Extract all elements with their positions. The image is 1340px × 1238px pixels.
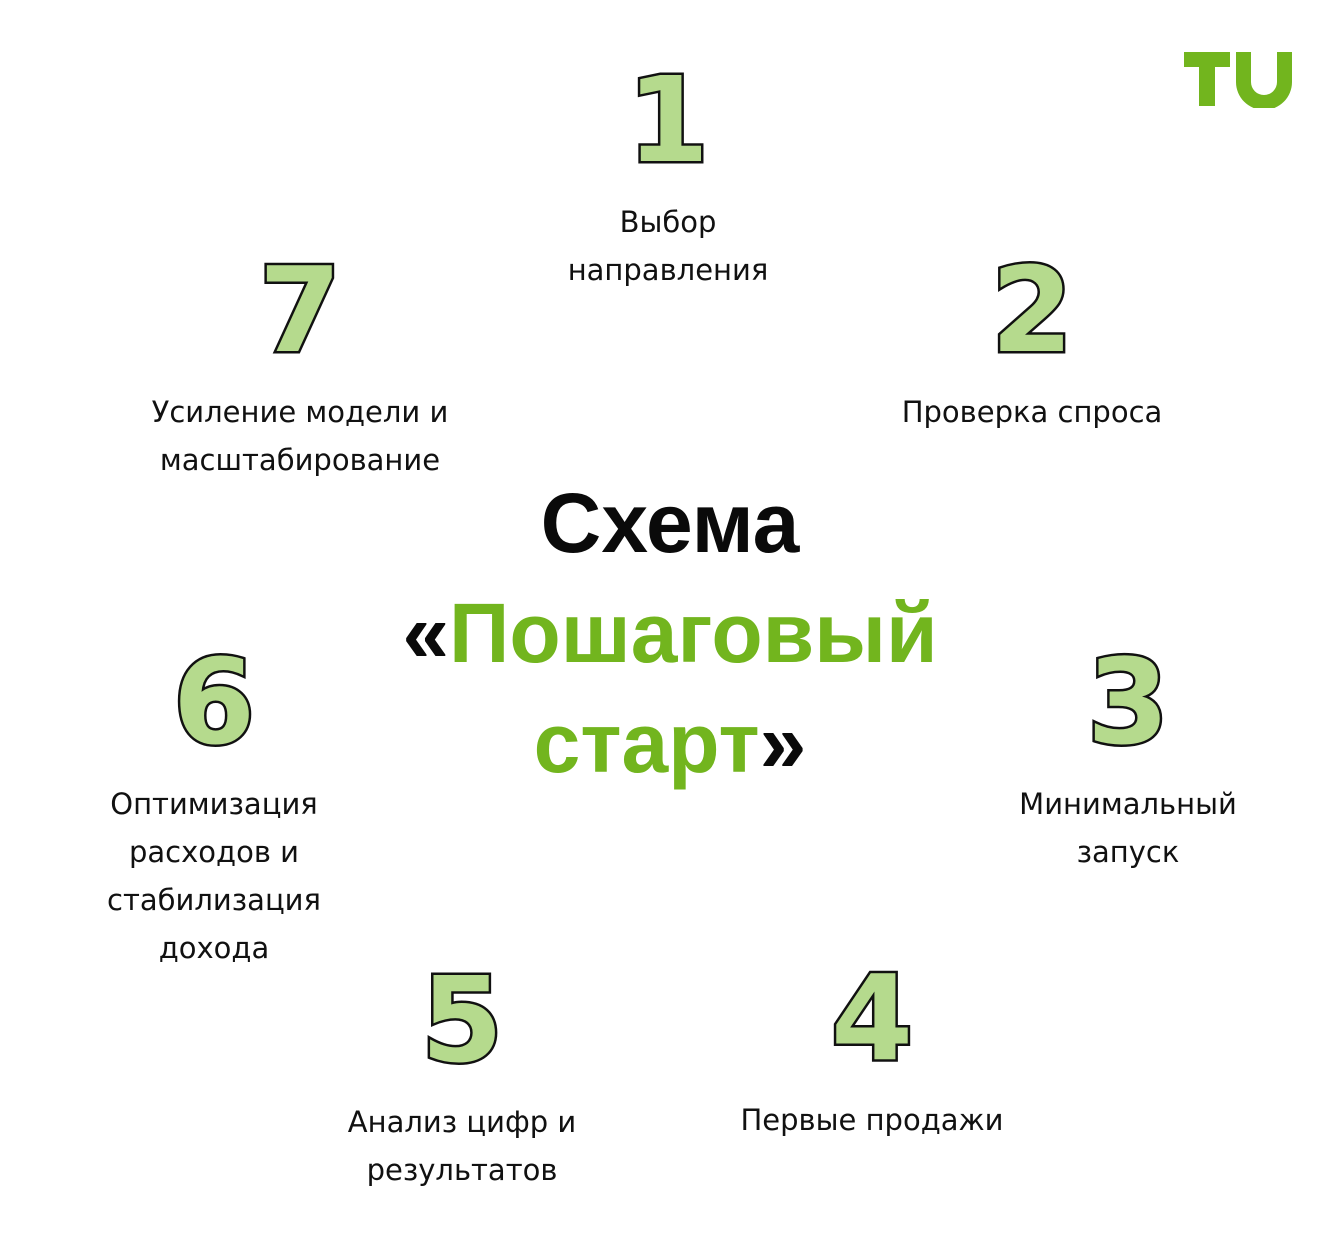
tu-logo xyxy=(1184,52,1292,108)
step-7: 7 Усиление модели и масштабирование xyxy=(151,241,449,484)
step-number: 5 xyxy=(418,951,505,1089)
step-6: 6 Оптимизация расходов и стабилизация до… xyxy=(107,633,321,972)
step-number: 7 xyxy=(256,241,343,379)
step-label: Выбор направления xyxy=(567,205,769,287)
step-number: 2 xyxy=(988,241,1075,379)
step-5: 5 Анализ цифр и результатов xyxy=(347,951,577,1194)
title-line-1: Схема xyxy=(540,476,800,570)
step-label: Первые продажи xyxy=(740,1103,1004,1137)
step-number: 3 xyxy=(1084,633,1171,771)
step-number: 6 xyxy=(170,633,257,771)
step-label: Анализ цифр и результатов xyxy=(347,1105,577,1187)
step-label: Усиление модели и масштабирование xyxy=(151,395,449,477)
step-2: 2 Проверка спроса xyxy=(901,241,1163,436)
step-4: 4 Первые продажи xyxy=(740,949,1004,1144)
title-line-2: «Пошаговый xyxy=(402,586,938,680)
step-1: 1 Выбор направления xyxy=(567,51,769,294)
step-label: Минимальный запуск xyxy=(1019,787,1237,869)
title-line-3: старт» xyxy=(533,696,807,790)
step-label: Оптимизация расходов и стабилизация дохо… xyxy=(107,787,321,965)
step-3: 3 Минимальный запуск xyxy=(1019,633,1237,876)
step-number: 1 xyxy=(624,51,711,189)
step-number: 4 xyxy=(828,949,915,1087)
step-label: Проверка спроса xyxy=(901,395,1163,429)
center-title: Схема «Пошаговый старт» xyxy=(402,468,937,798)
